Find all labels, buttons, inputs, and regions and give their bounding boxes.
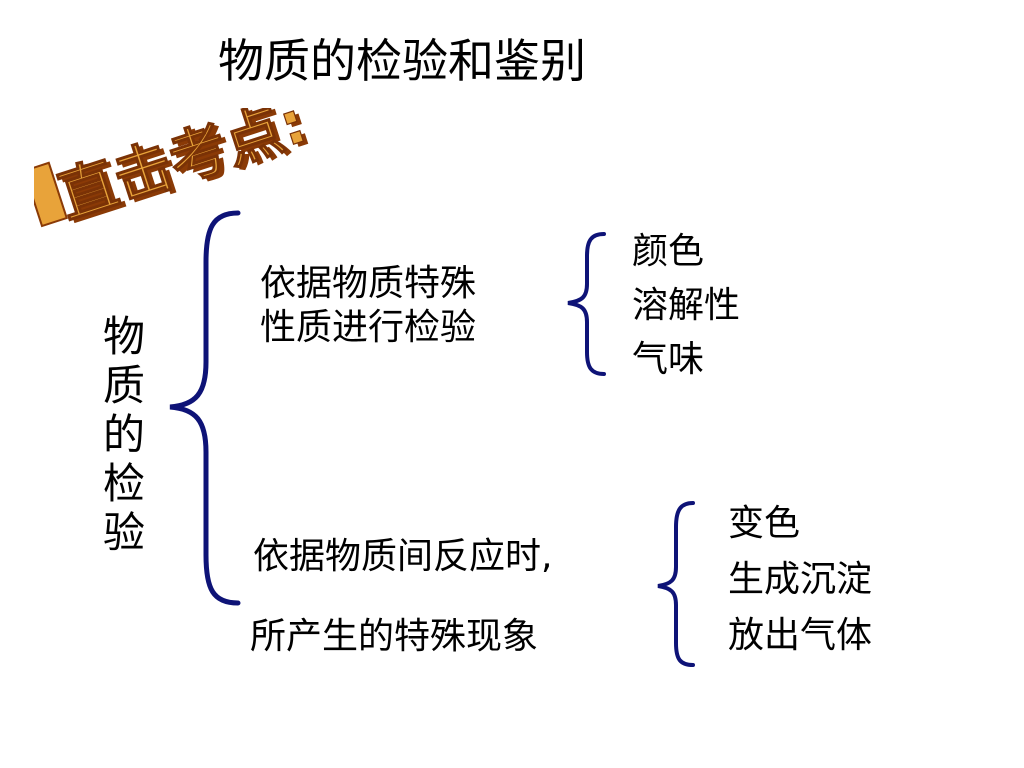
vertical-label: 物 质 的 检 验 [96,312,152,557]
branch-reaction-line-1: 依据物质间反应时, [253,536,553,577]
brace-properties [567,232,606,376]
list-item: 溶解性 [632,285,741,326]
vertical-label-char: 验 [102,508,145,557]
slide-title: 物质的检验和鉴别 [218,34,586,88]
list-item: 气味 [632,339,705,380]
brace-phenomena [657,501,695,667]
branch-reaction-line-2: 所产生的特殊现象 [250,616,539,657]
vertical-label-char: 的 [102,410,145,459]
branch-text-line: 依据物质特殊 [260,263,477,304]
wordart-banner: 直击考点: 直击考点: [34,108,319,234]
phenomena-list: 变色 生成沉淀 放出气体 [728,496,872,664]
list-item: 变色 [728,503,801,544]
branch-special-properties: 依据物质特殊 性质进行检验 [260,262,476,350]
vertical-label-char: 物 [102,312,145,361]
main-brace [169,210,241,606]
list-item: 生成沉淀 [728,559,873,600]
property-list: 颜色 溶解性 气味 [632,225,740,387]
list-item: 放出气体 [728,615,873,656]
vertical-label-char: 检 [102,459,145,508]
list-item: 颜色 [632,231,705,272]
branch-text-line: 性质进行检验 [260,307,477,348]
vertical-label-char: 质 [102,361,145,410]
wordart-letter-a [34,161,68,228]
